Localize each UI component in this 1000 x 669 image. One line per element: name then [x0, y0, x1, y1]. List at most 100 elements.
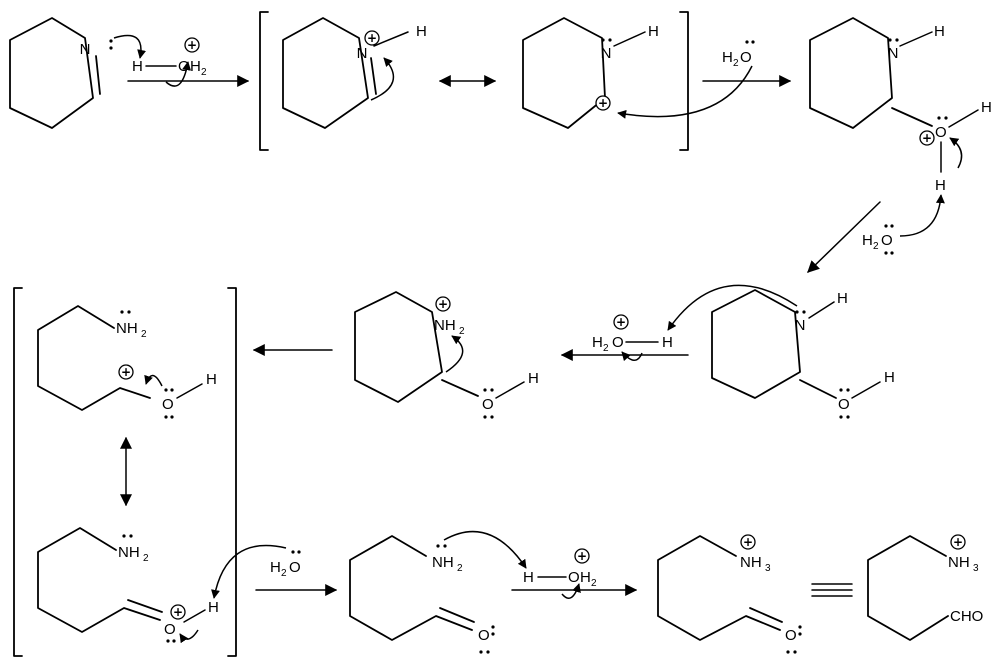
- amine-label: NH: [432, 554, 454, 571]
- positive-charge-icon: +: [364, 30, 380, 46]
- hydronium-reagent-3: H O H 2 +: [523, 548, 597, 599]
- svg-text:+: +: [438, 297, 448, 311]
- positive-charge-icon: +: [435, 296, 451, 312]
- iminium-n-label: N: [357, 45, 368, 62]
- h-label: H: [981, 99, 992, 116]
- ammonium-label: NH: [948, 554, 970, 571]
- curved-arrow: [949, 137, 963, 169]
- imine-n-label: N: [80, 41, 91, 58]
- o-label: O: [568, 569, 580, 586]
- subscript-2: 2: [603, 343, 609, 354]
- o-label: O: [881, 232, 893, 249]
- curved-arrow: [617, 65, 753, 119]
- subscript-2: 2: [281, 568, 287, 579]
- imine-ring: N: [9, 17, 146, 129]
- o-label: O: [838, 396, 850, 413]
- h-label: H: [132, 58, 143, 75]
- h-label: H: [523, 569, 534, 586]
- svg-text:+: +: [187, 38, 197, 52]
- curved-arrow: [179, 629, 199, 644]
- o-label: O: [478, 627, 490, 644]
- h-label: H: [662, 334, 673, 351]
- left-bracket: [259, 11, 269, 151]
- positive-charge-icon: +: [919, 130, 935, 146]
- curved-arrow: [621, 351, 643, 362]
- o-label: O: [482, 396, 494, 413]
- positive-charge-icon: +: [740, 534, 756, 550]
- curved-arrow: [561, 583, 581, 599]
- amine-n-label: N: [888, 45, 899, 62]
- positive-charge-icon: +: [184, 37, 200, 53]
- curved-arrow: [667, 284, 798, 331]
- condensed-ammonium-aldehyde: NH 3 + CHO: [867, 534, 983, 641]
- subscript-2: 2: [457, 563, 463, 574]
- h-label: H: [580, 569, 591, 586]
- hydronium-reagent-1: H O H 2 +: [132, 37, 207, 87]
- subscript-2: 2: [591, 578, 597, 589]
- h-label: H: [206, 371, 217, 388]
- right-bracket: [679, 11, 689, 151]
- iminium-ring: N H +: [282, 17, 427, 129]
- positive-charge-icon: +: [170, 604, 186, 620]
- water-reagent-2: H 2 O: [862, 194, 945, 255]
- amino-aldehyde: NH 2 O: [349, 530, 527, 654]
- positive-charge-icon: +: [118, 364, 134, 380]
- amine-label: NH: [116, 320, 138, 337]
- h-label: H: [837, 290, 848, 307]
- subscript-2: 2: [201, 67, 207, 78]
- water-reagent-3: H 2 O: [211, 544, 301, 599]
- open-chain-oxonium: NH 2 O + H: [37, 527, 219, 644]
- ammonium-label: NH: [434, 317, 456, 334]
- oxonium-ring: N H O H H +: [809, 17, 992, 194]
- svg-text:+: +: [743, 535, 753, 549]
- curved-arrow: [445, 335, 464, 373]
- o-label: O: [178, 58, 190, 75]
- subscript-2: 2: [143, 553, 149, 564]
- o-label: O: [785, 627, 797, 644]
- o-label: O: [164, 621, 176, 638]
- positive-charge-icon: +: [595, 95, 611, 111]
- positive-charge-icon: +: [574, 548, 590, 564]
- svg-text:+: +: [598, 96, 608, 110]
- equivalence-symbol: [811, 583, 853, 597]
- h-label: H: [592, 334, 603, 351]
- h-label: H: [722, 49, 733, 66]
- hemiaminal-ring: N H O H: [667, 284, 895, 419]
- h-label: H: [190, 58, 201, 75]
- h-label: H: [934, 23, 945, 40]
- h-label: H: [208, 599, 219, 616]
- curved-arrow: [443, 530, 527, 569]
- h-label: H: [528, 370, 539, 387]
- open-chain-cation: NH 2 + O H: [37, 305, 217, 419]
- svg-text:+: +: [367, 31, 377, 45]
- amine-n-label: N: [601, 45, 612, 62]
- ammonium-label: NH: [740, 554, 762, 571]
- o-label: O: [289, 559, 301, 576]
- svg-text:+: +: [953, 535, 963, 549]
- positive-charge-icon: +: [613, 314, 629, 330]
- curved-arrow: [211, 544, 287, 599]
- svg-text:+: +: [577, 549, 587, 563]
- curved-arrow: [113, 34, 146, 59]
- o-label: O: [162, 396, 174, 413]
- aldehyde-label: CHO: [950, 608, 983, 625]
- right-bracket: [227, 287, 237, 657]
- water-reagent-1: H 2 O: [617, 40, 755, 119]
- hydronium-reagent-2: H 2 O H +: [592, 314, 673, 362]
- left-bracket: [13, 287, 23, 657]
- o-label: O: [612, 334, 624, 351]
- subscript-2: 2: [459, 326, 465, 337]
- subscript-3: 3: [973, 563, 979, 574]
- o-label: O: [740, 49, 752, 66]
- amine-n-label: N: [795, 317, 806, 334]
- subscript-2: 2: [733, 58, 739, 69]
- curved-arrow: [165, 61, 192, 87]
- positive-charge-icon: +: [950, 534, 966, 550]
- h-label: H: [416, 23, 427, 40]
- reaction-arrow: [807, 201, 881, 273]
- svg-text:+: +: [616, 315, 626, 329]
- subscript-2: 2: [141, 329, 147, 340]
- svg-text:+: +: [121, 365, 131, 379]
- svg-text:+: +: [173, 605, 183, 619]
